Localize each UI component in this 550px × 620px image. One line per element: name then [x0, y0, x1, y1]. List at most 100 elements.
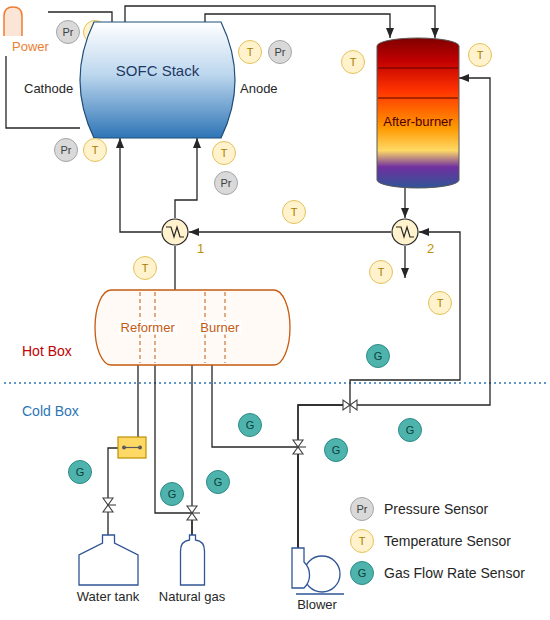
sofc-stack-shape [80, 22, 235, 138]
gas-flow-sensor: G [160, 482, 184, 506]
valve-symbol [103, 498, 113, 505]
gas-flow-sensor: G [206, 470, 230, 494]
legend-sample: G [350, 561, 374, 585]
node-label: SOFC Stack [116, 62, 199, 79]
legend-row: Pr Pressure Sensor [350, 496, 545, 522]
valve-stem [298, 446, 306, 447]
exchanger-circle [162, 219, 188, 245]
mixer-box [118, 437, 146, 458]
node-label: Power [12, 40, 49, 55]
pressure-sensor: Pr [56, 20, 80, 44]
gas-flow-sensor: G [324, 438, 348, 462]
callout-number: 2 [427, 242, 434, 257]
pipe-connector [404, 188, 405, 218]
valve-symbol [187, 513, 197, 520]
sensor-letter: Pr [63, 26, 74, 39]
temperature-sensor: T [369, 260, 393, 284]
pipe-connector [175, 138, 197, 218]
electrode-label: Anode [240, 82, 278, 97]
node-label: Burner [198, 320, 241, 335]
temperature-sensor: T [341, 50, 365, 74]
valve-symbol [293, 447, 303, 454]
node-label: After-burner [383, 115, 452, 130]
valve-symbol [343, 400, 350, 410]
cylinder-body [95, 290, 290, 365]
pipe-connector [174, 246, 175, 290]
gas-bottle: Natural gas [153, 535, 232, 615]
heat-exchanger: 2 [391, 218, 419, 246]
water-tank: Water tank [71, 535, 146, 615]
temperature-sensor: T [133, 256, 157, 280]
blower-base [296, 593, 344, 594]
sensor-letter: T [221, 147, 228, 160]
pressure-sensor: Pr [214, 171, 238, 195]
valve-stem [108, 504, 116, 505]
sensor-letter: G [214, 476, 223, 489]
burner-body [377, 38, 459, 188]
sensor-letter: T [477, 49, 484, 62]
temperature-sensor: T [428, 291, 452, 315]
pressure-sensor: Pr [54, 138, 78, 162]
sensor-letter: G [76, 466, 85, 479]
electrode-label: Cathode [24, 82, 73, 97]
after-burner-shape [377, 38, 459, 188]
gas-flow-sensor: G [366, 344, 390, 368]
pressure-sensor: Pr [268, 40, 292, 64]
valve-symbol [103, 505, 113, 512]
valve-symbol [350, 400, 357, 410]
sensor-letter: G [168, 488, 177, 501]
tank-outline [79, 535, 138, 585]
heat-exchanger: 1 [161, 218, 189, 246]
sensor-letter: T [291, 206, 298, 219]
blower-outlet [292, 548, 310, 588]
pipe-connector [298, 232, 460, 548]
node-label: Water tank [77, 590, 139, 605]
pipe-connector [6, 56, 80, 128]
burner-divider [378, 98, 458, 99]
stack-body [80, 22, 235, 138]
mixer-dot [138, 446, 142, 450]
heat-exchanger-shape [161, 218, 189, 246]
legend-text: Temperature Sensor [384, 533, 511, 549]
exchanger-coil [166, 227, 184, 237]
legend-text: Gas Flow Rate Sensor [384, 565, 525, 581]
valve-symbol [187, 506, 197, 513]
temperature-sensor: T [212, 141, 236, 165]
sensor-letter: G [246, 419, 255, 432]
pipe-connector [120, 138, 161, 232]
temperature-sensor: T [282, 200, 306, 224]
zone-label: Cold Box [22, 403, 79, 419]
mixer [118, 437, 146, 458]
hot-cold-boundary [4, 382, 546, 383]
sensor-letter: T [378, 266, 385, 279]
sensor-letter: G [406, 424, 415, 437]
pipe-connector [189, 231, 391, 232]
legend-row: T Temperature Sensor [350, 528, 545, 554]
legend-sample: Pr [350, 497, 374, 521]
valve-stem [349, 405, 350, 413]
temperature-sensor: T [238, 40, 262, 64]
callout-number: 1 [197, 242, 204, 257]
sensor-letter: T [92, 144, 99, 157]
reformer-burner: ReformerBurner [95, 290, 290, 365]
exchanger-coil [396, 227, 414, 237]
power-symbol [4, 7, 22, 36]
sensor-letter: G [358, 567, 367, 580]
valve-stem [192, 512, 200, 513]
gas-flow-sensor: G [238, 413, 262, 437]
pipe-connector [155, 365, 192, 535]
sensor-letter: T [359, 535, 366, 548]
valve-symbol [293, 440, 303, 447]
sensor-letter: G [374, 350, 383, 363]
after-burner: After-burner [377, 38, 459, 188]
mixer-dot [122, 446, 126, 450]
legend-text: Pressure Sensor [384, 501, 488, 517]
sensor-letter: G [332, 444, 341, 457]
valves [103, 400, 357, 520]
node-label: Natural gas [159, 590, 225, 605]
sensor-letter: Pr [357, 503, 368, 516]
pipe-connector [205, 14, 390, 38]
sensor-letter: T [247, 46, 254, 59]
node-label: Blower [297, 598, 337, 613]
